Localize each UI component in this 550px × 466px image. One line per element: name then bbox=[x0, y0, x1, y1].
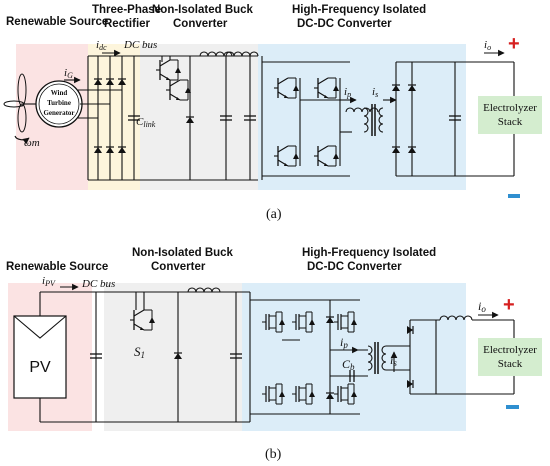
plus-terminal-a: + bbox=[508, 33, 520, 55]
clink-label: Clink bbox=[136, 116, 156, 129]
dcbus-label-b: DC bus bbox=[81, 278, 115, 290]
figure-a: Renewable Source Three-Phase Rectifier N… bbox=[3, 4, 542, 222]
hf-block-b bbox=[242, 283, 466, 431]
electrolyzer-b-line2: Stack bbox=[498, 358, 523, 370]
transformer-a bbox=[363, 104, 384, 136]
ig-label: iG bbox=[64, 67, 73, 80]
figure-b: Renewable Source Non-Isolated Buck Conve… bbox=[6, 247, 542, 462]
buck-block-b bbox=[104, 283, 242, 431]
header-rectifier-line1: Three-Phase bbox=[92, 4, 161, 16]
header-hf-b-line2: DC-DC Converter bbox=[307, 261, 402, 273]
turbine-label-3: Generator bbox=[43, 109, 74, 117]
omega-label: ωm bbox=[24, 137, 40, 149]
electrolyzer-a-line2: Stack bbox=[498, 116, 523, 128]
transformer-b bbox=[367, 342, 387, 374]
header-hf-b-line1: High-Frequency Isolated bbox=[302, 247, 436, 259]
cb-label: Cb bbox=[342, 357, 355, 372]
minus-terminal-a bbox=[508, 194, 520, 198]
minus-terminal-b bbox=[506, 405, 519, 409]
turbine-label-2: Turbine bbox=[47, 99, 71, 107]
plus-terminal-b: + bbox=[503, 294, 515, 316]
header-buck-a-line1: Non-Isolated Buck bbox=[152, 4, 254, 16]
hf-block-a bbox=[258, 44, 466, 190]
is-label-a: is bbox=[372, 86, 378, 99]
buck-block-a bbox=[140, 44, 258, 190]
turbine-label-1: Wind bbox=[51, 89, 68, 97]
io-label-a: io bbox=[484, 39, 491, 52]
electrolyzer-stack-b bbox=[478, 338, 542, 376]
s1-label: S1 bbox=[134, 344, 145, 360]
header-hf-a-line1: High-Frequency Isolated bbox=[292, 4, 426, 16]
header-rectifier-line2: Rectifier bbox=[104, 18, 151, 30]
electrolyzer-a-line1: Electrolyzer bbox=[483, 102, 537, 114]
header-buck-b-line1: Non-Isolated Buck bbox=[132, 247, 234, 259]
electrolyzer-stack-a bbox=[478, 96, 542, 134]
is-label-b: is bbox=[390, 353, 397, 368]
idc-label: idc bbox=[96, 39, 107, 52]
header-renewable-source-a: Renewable Source bbox=[6, 16, 108, 28]
caption-a: (a) bbox=[266, 207, 282, 222]
rectifier-block-a bbox=[88, 44, 140, 190]
header-renewable-source-b: Renewable Source bbox=[6, 261, 108, 273]
ipv-label: iPV bbox=[42, 275, 56, 288]
dcbus-label-a: DC bus bbox=[123, 39, 157, 51]
header-buck-a-line2: Converter bbox=[173, 18, 228, 30]
header-buck-b-line2: Converter bbox=[151, 261, 206, 273]
electrolyzer-b-line1: Electrolyzer bbox=[483, 344, 537, 356]
ip-label-a: ip bbox=[344, 86, 351, 99]
io-label-b: io bbox=[478, 299, 486, 314]
pv-panel-icon bbox=[13, 315, 67, 399]
header-hf-a-line2: DC-DC Converter bbox=[297, 18, 392, 30]
pv-label: PV bbox=[29, 359, 51, 376]
caption-b: (b) bbox=[265, 447, 282, 462]
ip-label-b: ip bbox=[340, 335, 348, 350]
